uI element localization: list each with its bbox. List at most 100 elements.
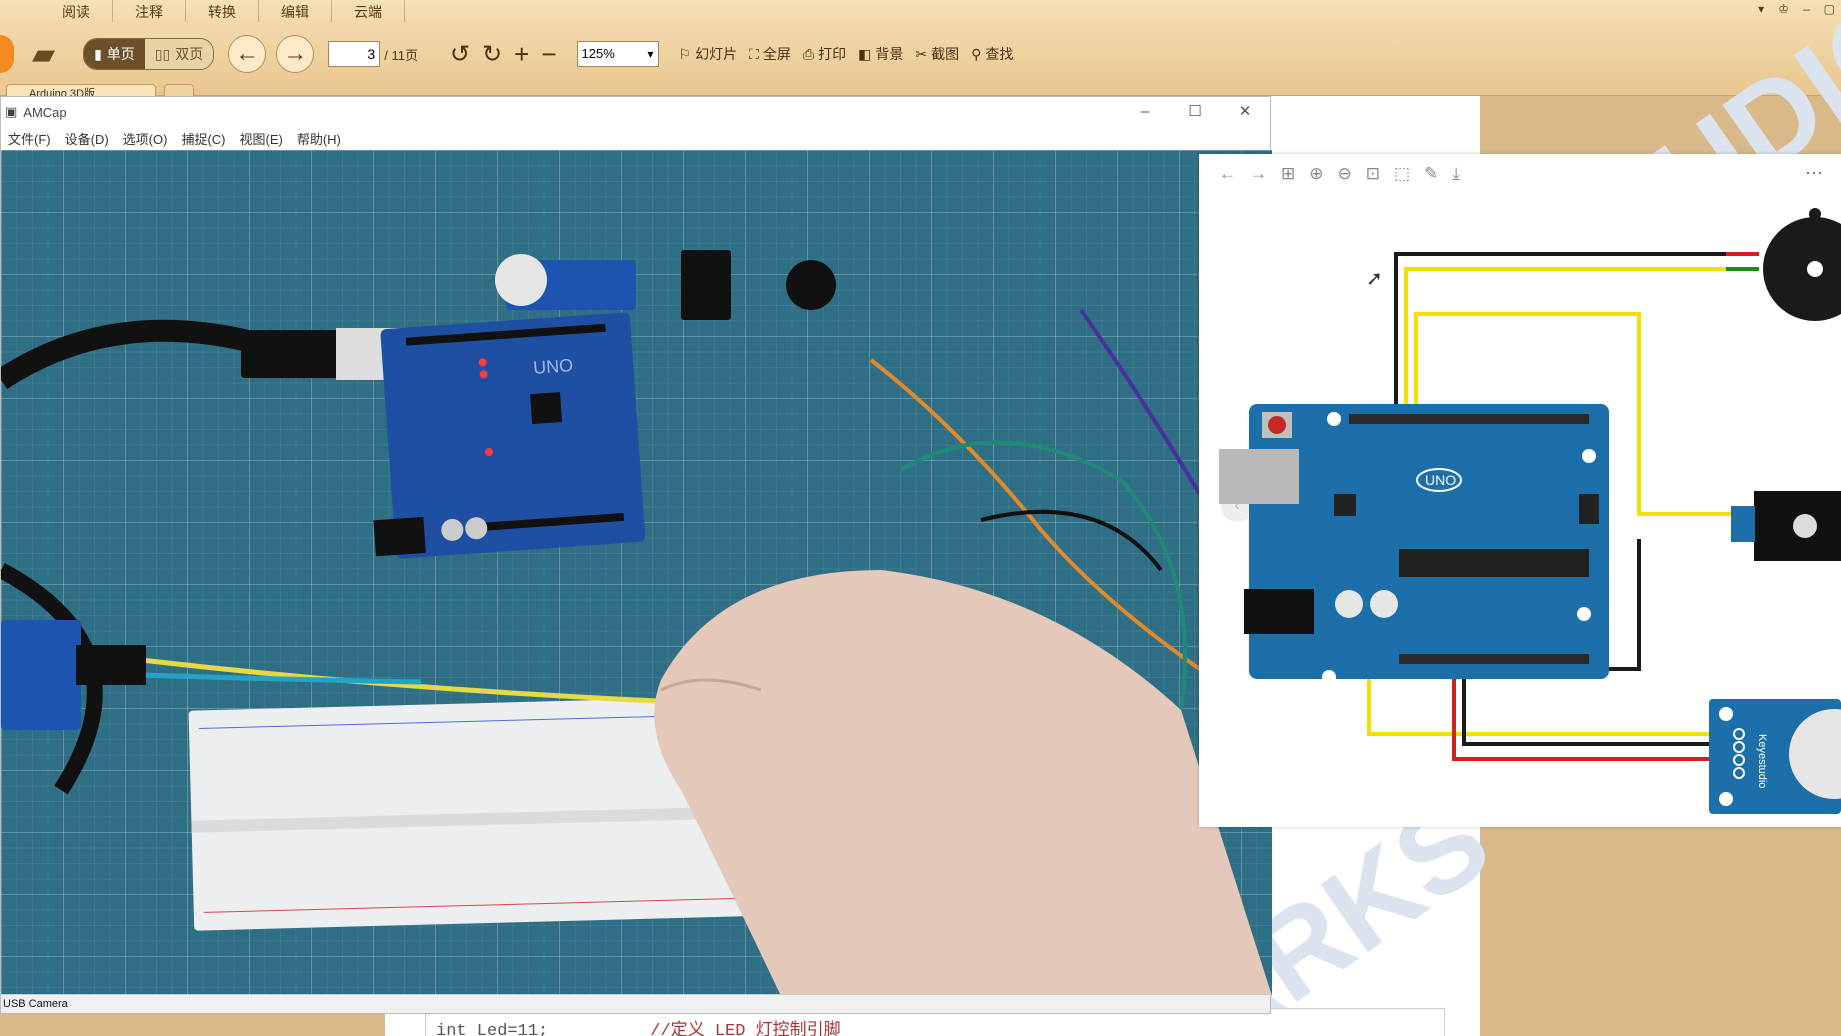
mouse-cursor-icon: ➚	[1366, 268, 1383, 290]
rotate-icon[interactable]: ⬚	[1394, 164, 1411, 183]
minimize-icon: –	[1140, 102, 1150, 120]
amcap-window: ▣ AMCap – ☐ ✕ 文件(F) 设备(D) 选项(O) 捕捉(C) 视图…	[0, 96, 1272, 1014]
menu-file[interactable]: 文件(F)	[8, 132, 51, 147]
edit-icon[interactable]: ✎	[1424, 164, 1439, 183]
menu-capture[interactable]: 捕捉(C)	[181, 132, 226, 147]
rotate-left-icon[interactable]: ↺	[449, 40, 471, 68]
zoom-select[interactable]: 125%	[576, 41, 659, 67]
wire-yellow	[140, 657, 682, 705]
back-icon[interactable]: ←	[1219, 164, 1236, 183]
wire-blue	[140, 672, 422, 685]
zoom-out-icon[interactable]: −	[541, 38, 557, 69]
single-page-button[interactable]: ▮单页	[84, 39, 145, 69]
background-button[interactable]: ◧背景	[852, 44, 909, 64]
forward-icon[interactable]: →	[1250, 164, 1267, 183]
maximize-icon[interactable]: ▢	[1823, 2, 1835, 16]
screenshot-button[interactable]: ✂截图	[909, 44, 965, 64]
wire-yellow-top	[1404, 267, 1734, 419]
zoom-out-icon[interactable]: ⊖	[1337, 164, 1352, 183]
wiring-diagram: UNO Keyestudio	[1219, 208, 1841, 814]
slideshow-label: 幻灯片	[695, 46, 738, 62]
page-number-input[interactable]: 3	[328, 41, 381, 67]
close-button[interactable]: ✕	[1220, 97, 1270, 125]
uno-ic	[1334, 494, 1356, 516]
minimize-button[interactable]: –	[1120, 97, 1170, 125]
dropdown-icon[interactable]: ▾	[1758, 2, 1765, 16]
grid-icon[interactable]: ⊞	[1281, 164, 1296, 183]
menu-options[interactable]: 选项(O)	[122, 132, 168, 147]
wire-black	[980, 509, 1163, 572]
fullscreen-label: 全屏	[762, 46, 791, 62]
usb-plug	[241, 330, 341, 378]
tab-annotate[interactable]: 注释	[113, 0, 186, 22]
hand-shadow	[660, 678, 762, 692]
module-button	[1793, 514, 1817, 538]
search-icon: ⚲	[971, 45, 982, 62]
fullscreen-icon: ⛶	[749, 45, 759, 62]
background-label: 背景	[875, 46, 904, 62]
background-icon: ◧	[858, 45, 872, 62]
power-analog-header	[1399, 654, 1589, 664]
buzzer-tab	[1809, 208, 1821, 220]
print-label: 打印	[818, 46, 847, 62]
page-total: / 11页	[384, 47, 418, 63]
maximize-icon: ☐	[1188, 103, 1202, 120]
button-module-diagram	[1731, 491, 1841, 561]
minimize-icon[interactable]: –	[1802, 2, 1810, 16]
arrow-right-icon: →	[283, 40, 308, 67]
arduino-uno-diagram: UNO	[1219, 404, 1609, 684]
open-folder-icon[interactable]: ▰	[32, 37, 56, 71]
pin	[1733, 741, 1745, 753]
code-text: int Led=11;	[436, 1022, 549, 1036]
buzzer-body	[1763, 217, 1841, 321]
zoom-in-icon[interactable]: +	[514, 38, 530, 69]
find-button[interactable]: ⚲查找	[965, 44, 1019, 64]
download-icon[interactable]: ⤓	[1452, 164, 1460, 183]
brand-label: Keyestudio	[1756, 734, 1768, 788]
amcap-menubar: 文件(F) 设备(D) 选项(O) 捕捉(C) 视图(E) 帮助(H)	[1, 127, 1270, 149]
code-comment: //定义 LED 灯控制引脚	[650, 1022, 841, 1036]
zoom-in-icon[interactable]: ⊕	[1309, 164, 1324, 183]
print-button[interactable]: ⎙打印	[797, 44, 852, 64]
fullscreen-button[interactable]: ⛶全屏	[743, 44, 797, 64]
tab-convert[interactable]: 转换	[186, 0, 259, 22]
document-tabbar: Arduino 3D版	[0, 80, 1841, 100]
single-page-label: 单页	[106, 46, 135, 62]
menu-help[interactable]: 帮助(H)	[296, 132, 341, 147]
skin-icon[interactable]: ♔	[1778, 2, 1789, 16]
app-logo[interactable]	[0, 35, 14, 73]
tab-edit[interactable]: 编辑	[259, 0, 332, 22]
slideshow-button[interactable]: ⚐幻灯片	[673, 44, 744, 64]
uno-board	[1249, 404, 1609, 679]
module-pins	[1731, 506, 1755, 542]
print-icon: ⎙	[802, 45, 815, 62]
more-icon[interactable]: ···	[1805, 162, 1823, 182]
hand	[654, 570, 1272, 996]
amcap-window-controls: – ☐ ✕	[1120, 97, 1270, 125]
page-mode-toggle: ▮单页 ▯▯双页	[83, 38, 215, 70]
tab-cloud[interactable]: 云端	[332, 0, 405, 22]
uno-usb-port	[1219, 449, 1299, 504]
uno-power-jack	[1244, 589, 1314, 634]
uno-logo-frame	[1416, 468, 1462, 492]
menu-view[interactable]: 视图(E)	[239, 132, 283, 147]
tab-read[interactable]: 阅读	[40, 0, 113, 22]
microphone	[1789, 709, 1841, 799]
viewer-toolbar: ← → ⊞ ⊕ ⊖ ⊡ ⬚ ✎ ⤓	[1199, 154, 1841, 194]
left-sensor-module	[1, 620, 81, 730]
screenshot-label: 截图	[931, 46, 960, 62]
capacitor-2	[1370, 590, 1398, 618]
sound-module-hole	[1719, 707, 1733, 721]
sound-module-hole	[1719, 792, 1733, 806]
next-page-button[interactable]: →	[276, 35, 315, 73]
prev-page-button[interactable]: ←	[228, 35, 267, 73]
reader-menu-tabs: 阅读 注释 转换 编辑 云端	[40, 0, 405, 22]
fit-icon[interactable]: ⊡	[1365, 164, 1380, 183]
maximize-button[interactable]: ☐	[1170, 97, 1220, 125]
header-pins	[76, 645, 146, 685]
menu-device[interactable]: 设备(D)	[64, 132, 109, 147]
double-page-button[interactable]: ▯▯双页	[144, 39, 214, 69]
mount-hole	[1577, 607, 1591, 621]
rotate-right-icon[interactable]: ↻	[482, 40, 503, 68]
uno-label: UNO	[1425, 472, 1456, 488]
